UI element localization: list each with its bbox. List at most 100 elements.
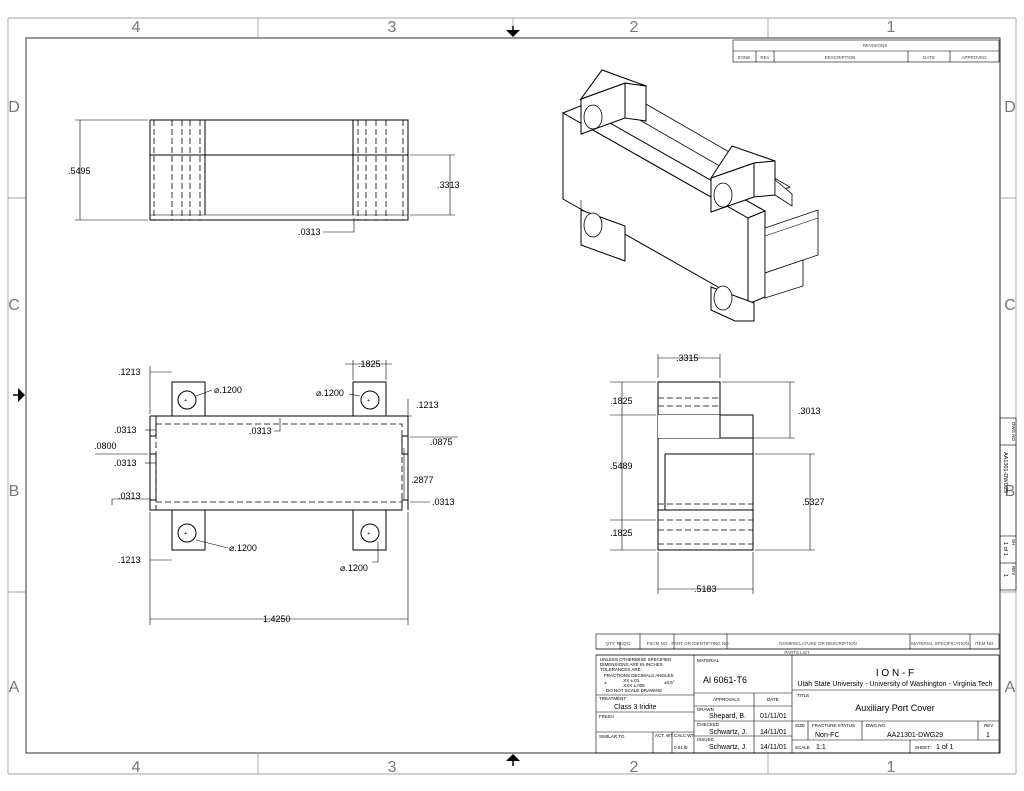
dim-side-lower-depth: .5327 [802, 497, 825, 507]
similar-to-label: SIMILAR TO [599, 734, 625, 739]
zone-row-d: D [8, 99, 20, 116]
dim-side-width: .5183 [694, 584, 717, 594]
rev-col-rev: REV [760, 55, 769, 60]
strip-sh-label: SH [1011, 539, 1016, 545]
checked-label: CHECKED [697, 722, 720, 727]
side-view: .3315 .1825 .3013 .5489 .5327 .1825 .518… [610, 353, 825, 594]
dwg-no: AA21301-DWG29 [887, 732, 943, 739]
dim-tab-offset-top: .1213 [118, 367, 141, 377]
zone-row-c-right: C [1004, 297, 1016, 314]
scale-label: SCALE [795, 745, 810, 750]
zone-col-4: 4 [132, 19, 141, 36]
dim-hole-bottom-left: ⌀.1200 [229, 543, 257, 553]
strip-dwg-no: AA1301-DWG29 [1002, 452, 1008, 493]
svg-text:+: + [184, 531, 187, 537]
zone-row-b: B [9, 483, 20, 500]
strip-rev-label: REV [1011, 566, 1016, 575]
parts-col-part: PART OR IDENTIFYING NO [671, 641, 729, 646]
svg-text:+: + [184, 398, 187, 404]
zone-col-1-bottom: 1 [887, 759, 896, 776]
issued-by: Schwartz, J. [709, 744, 747, 751]
checked-date: 14/11/01 [760, 729, 787, 736]
scale-value: 1:1 [816, 744, 826, 751]
parts-col-nomenclature: NOMENCLATURE OR DESCRIPTION [779, 641, 856, 646]
dim-front-slot: .3313 [437, 180, 460, 190]
revisions-table: REVISIONS ZONE REV DESCRIPTION DATE APPR… [732, 39, 1000, 63]
drawn-by: Shepard, B. [709, 713, 746, 720]
finish-label: FINISH [599, 714, 614, 719]
drawing-title: Auxiliary Port Cover [855, 703, 935, 713]
rev-col-approved: APPROVED [961, 55, 987, 60]
dim-side-bottom-block: .1825 [610, 528, 633, 538]
dim-notch-left: .0800 [94, 441, 117, 451]
size-label: SIZE [795, 723, 805, 728]
zone-col-3-bottom: 3 [388, 759, 397, 776]
dim-lip-left-1: .0313 [114, 425, 137, 435]
dim-lip-right: .0313 [432, 497, 455, 507]
dim-lip-left-3: .0313 [118, 491, 141, 501]
org-subtitle: Utah State University - University of Wa… [797, 681, 992, 688]
treatment-value: Class 3 Iridite [614, 704, 657, 711]
dim-tab-offset-bottom: .1213 [118, 555, 141, 565]
fracture-status: Non-FC [815, 732, 840, 739]
dim-notch-right: .0875 [430, 437, 453, 447]
issued-label: ISSUED [697, 737, 715, 742]
sheet-value: 1 of 1 [936, 744, 954, 751]
tol-xxx: .XXX ±.005 [622, 683, 645, 688]
side-strip: DWG NO AA1301-DWG29 SH 1 of 1 REV 1 [999, 417, 1017, 591]
material-label: MATERIAL [697, 658, 720, 663]
svg-text:+: + [367, 398, 370, 404]
front-view: .5495 .3313 .0313 [68, 119, 460, 237]
parts-col-fscm: FSCM NO [647, 641, 668, 646]
zone-col-4-bottom: 4 [132, 759, 141, 776]
drawing-frame [7, 17, 1017, 775]
tol-plus: ± [604, 680, 607, 685]
dwg-no-label: DWG NO. [866, 723, 886, 728]
calc-wt-label: CALC WT [674, 733, 695, 738]
zone-row-a: A [9, 679, 20, 696]
tol-angle: ±0.5° [664, 680, 675, 685]
top-view: + + + + 1.4250 .1213 .1825 ⌀.1200 ⌀.1200… [94, 359, 458, 625]
rev-col-description: DESCRIPTION [825, 55, 856, 60]
sheet-label: SHEET [915, 745, 930, 750]
title-label: TITLE [797, 693, 809, 698]
rev-col-zone: ZONE [738, 55, 751, 60]
zone-row-b-right: B [1005, 483, 1016, 500]
zone-row-c: C [8, 297, 20, 314]
parts-col-qty: QTY. REQ'D [605, 641, 631, 646]
tol-note-1: UNLESS OTHERWISE SPECIFIED [600, 657, 672, 662]
tol-note-2: DIMENSIONS ARE IN INCHES [600, 662, 663, 667]
checked-by: Schwartz, J. [709, 729, 747, 736]
treatment-label: TREATMENT [599, 696, 626, 701]
date-label: DATE [767, 697, 779, 702]
parts-col-item: ITEM NO [975, 641, 994, 646]
org-name: I O N - F [876, 668, 914, 679]
dim-side-body: .5489 [610, 461, 633, 471]
tol-note-3: TOLERANCES ARE: [600, 667, 642, 672]
dim-hole-bottom-right: ⌀.1200 [340, 563, 368, 573]
issued-date: 14/11/01 [760, 744, 787, 751]
dim-wall: .0313 [249, 426, 272, 436]
isometric-view [561, 69, 819, 322]
tol-note-4: FRACTIONS DECIMALS ANGLES [604, 673, 674, 678]
strip-rev: 1 [1002, 574, 1008, 577]
act-wt-label: ACT. WT. [655, 733, 674, 738]
material-value: Al 6061-T6 [703, 675, 747, 685]
rev-label: REV [984, 723, 993, 728]
zone-col-2: 2 [630, 19, 639, 36]
drawn-label: DRAWN [697, 707, 714, 712]
parts-col-material: MATERIAL SPECIFICATION [911, 641, 968, 646]
dim-front-lip: .0313 [298, 227, 321, 237]
zone-labels: 4 3 2 1 4 3 2 1 D C B A D C B A [8, 19, 1016, 776]
svg-text:+: + [367, 531, 370, 537]
zone-col-1: 1 [887, 19, 896, 36]
strip-dwg-label: DWG NO [1011, 422, 1016, 441]
dim-front-height: .5495 [68, 166, 91, 176]
dim-lip-left-2: .0313 [114, 458, 137, 468]
dim-hole-top-right: ⌀.1200 [316, 388, 344, 398]
revisions-title: REVISIONS [863, 43, 888, 48]
rev-value: 1 [986, 732, 990, 739]
dim-side-upper-depth: .3013 [798, 406, 821, 416]
strip-sheet: 1 of 1 [1002, 542, 1008, 556]
